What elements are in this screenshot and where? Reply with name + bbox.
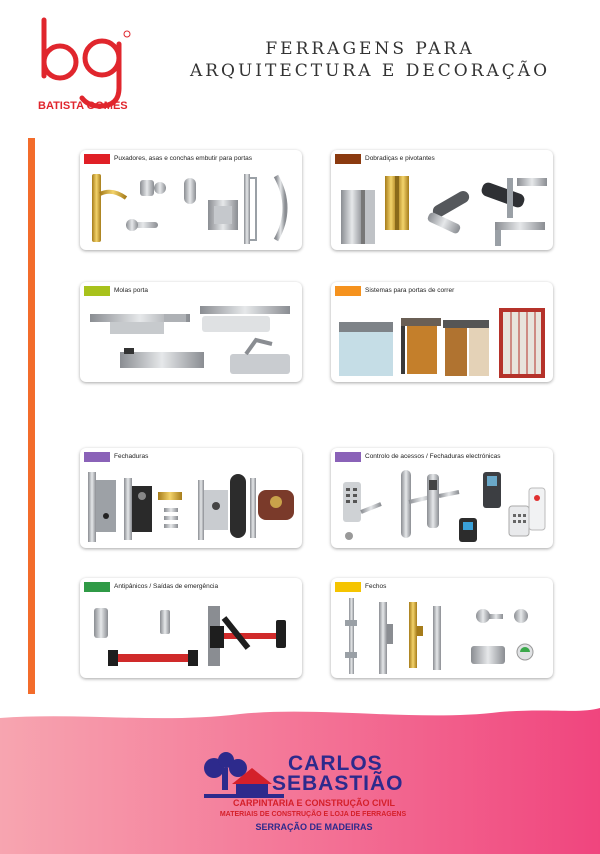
company-tagline-1: CARPINTARIA E CONSTRUÇÃO CIVIL bbox=[233, 798, 395, 808]
category-card-handles[interactable]: Puxadores, asas e conchas embutir para p… bbox=[80, 150, 302, 250]
company-name-line-1: CARLOS bbox=[288, 752, 383, 775]
category-card-door-closers[interactable]: Molas porta bbox=[80, 282, 302, 382]
category-color-swatch bbox=[335, 582, 361, 592]
accent-side-bar bbox=[28, 138, 35, 694]
brand-name: BATISTA GOMES bbox=[38, 100, 128, 112]
latches-product-image bbox=[345, 598, 534, 674]
category-color-swatch bbox=[335, 154, 361, 164]
category-card-sliding-doors[interactable]: Sistemas para portas de correr bbox=[331, 282, 553, 382]
category-color-swatch bbox=[84, 582, 110, 592]
page-title: FERRAGENS PARA ARQUITECTURA E DECORAÇÃO bbox=[160, 38, 580, 82]
category-card-panic-exits[interactable]: Antipânicos / Saídas de emergência bbox=[80, 578, 302, 678]
company-name-line-2: SEBASTIÃO bbox=[272, 772, 404, 795]
category-label: Fechos bbox=[365, 583, 387, 590]
category-label: Controlo de acessos / Fechaduras electró… bbox=[365, 453, 501, 460]
batista-gomes-logo bbox=[41, 17, 131, 109]
title-line-2: ARQUITECTURA E DECORAÇÃO bbox=[189, 61, 551, 81]
panic-exits-product-image bbox=[94, 606, 286, 666]
category-color-swatch bbox=[335, 452, 361, 462]
category-color-swatch bbox=[84, 452, 110, 462]
category-card-latches[interactable]: Fechos bbox=[331, 578, 553, 678]
carlos-sebastiao-logo-image bbox=[204, 752, 284, 798]
company-tagline-3: SERRAÇÃO DE MADEIRAS bbox=[255, 822, 373, 832]
category-color-swatch bbox=[84, 154, 110, 164]
category-color-swatch bbox=[335, 286, 361, 296]
category-label: Puxadores, asas e conchas embutir para p… bbox=[114, 155, 253, 162]
title-line-1: FERRAGENS PARA bbox=[265, 39, 475, 59]
handles-product-image bbox=[92, 174, 288, 244]
category-label: Dobradiças e pivotantes bbox=[365, 155, 435, 162]
category-card-access-control[interactable]: Controlo de acessos / Fechaduras electró… bbox=[331, 448, 553, 548]
locks-product-image bbox=[88, 472, 294, 542]
access-control-product-image bbox=[343, 470, 546, 542]
door-closers-product-image bbox=[90, 306, 290, 374]
company-tagline-2: MATERIAIS DE CONSTRUÇÃO E LOJA DE FERRAG… bbox=[219, 811, 407, 818]
footer-background bbox=[0, 708, 600, 854]
category-label: Fechaduras bbox=[114, 453, 149, 460]
category-label: Antipânicos / Saídas de emergência bbox=[114, 583, 219, 590]
category-label: Sistemas para portas de correr bbox=[365, 287, 455, 294]
category-color-swatch bbox=[84, 286, 110, 296]
category-card-hinges[interactable]: Dobradiças e pivotantes bbox=[331, 150, 553, 250]
hinges-product-image bbox=[341, 176, 547, 246]
category-card-locks[interactable]: Fechaduras bbox=[80, 448, 302, 548]
sliding-doors-product-image bbox=[339, 308, 545, 378]
category-label: Molas porta bbox=[114, 287, 148, 294]
